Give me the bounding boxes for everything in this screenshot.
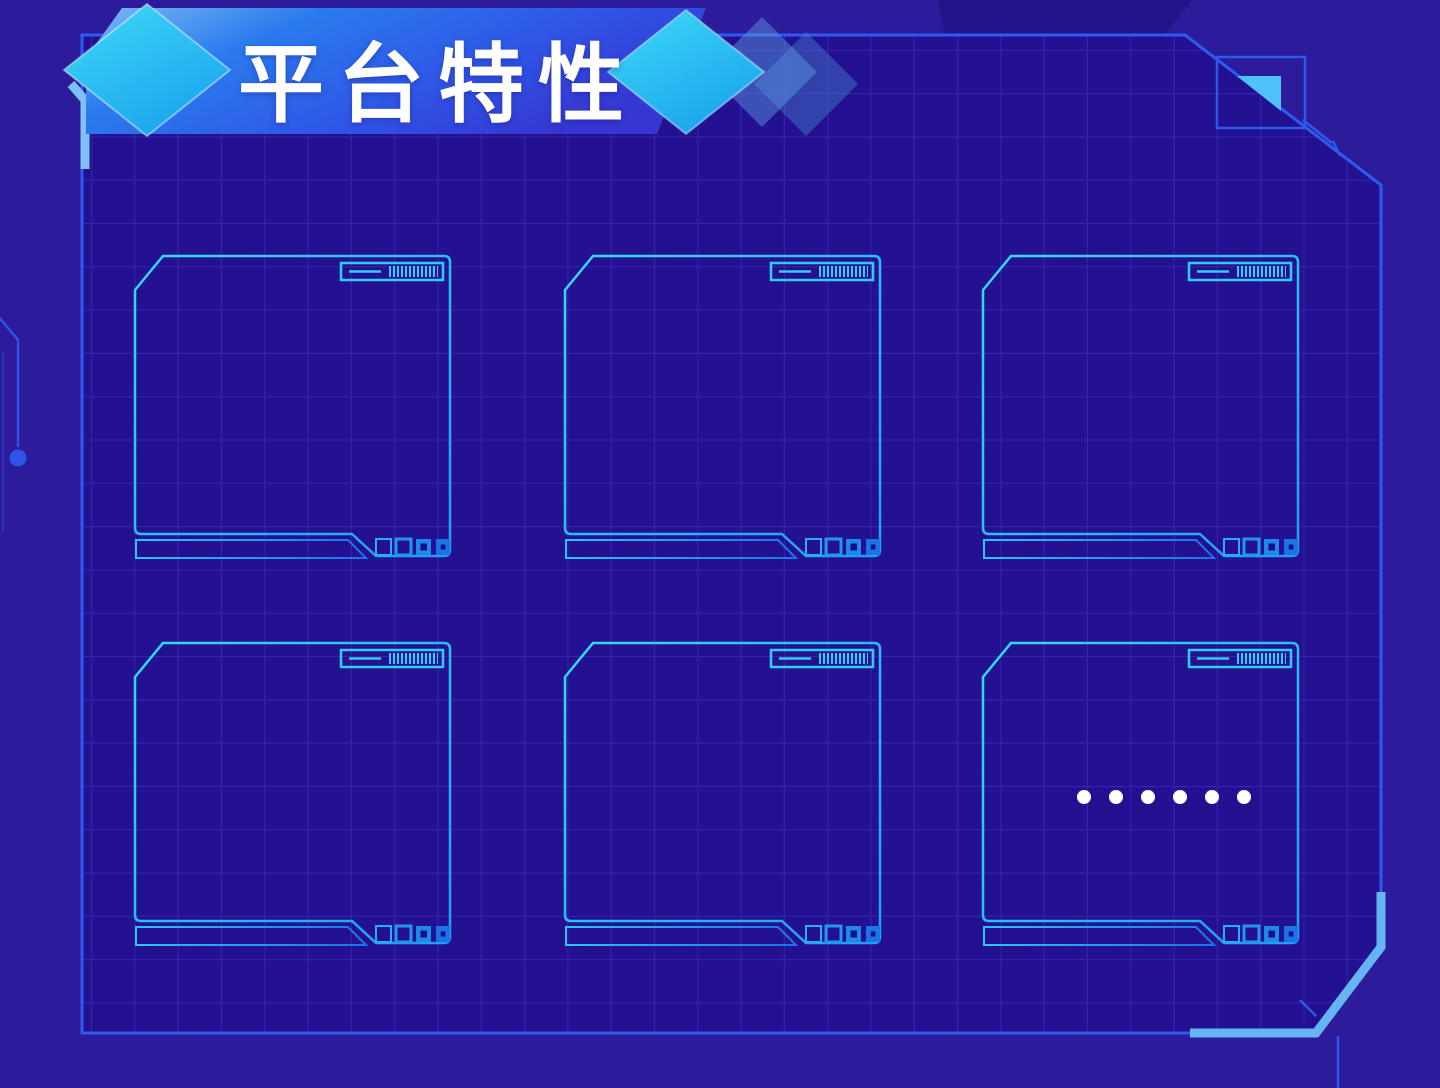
dot-icon — [1109, 790, 1123, 804]
feature-card-5 — [563, 641, 883, 951]
circuit-node-icon — [9, 449, 27, 467]
corner-rect-decor — [1215, 55, 1307, 130]
dot-icon — [1205, 790, 1219, 804]
dot-icon — [1077, 790, 1091, 804]
diagonal-tick — [1331, 140, 1342, 157]
feature-card-1 — [133, 254, 453, 564]
circuit-trace — [0, 316, 20, 447]
corner-triangle-icon — [1237, 76, 1281, 111]
dot-icon — [1237, 790, 1251, 804]
page-title: 平台特性 — [238, 37, 638, 133]
dot-icon — [1173, 790, 1187, 804]
feature-card-6 — [981, 641, 1301, 951]
feature-card-3 — [981, 254, 1301, 564]
diagonal-tick — [1299, 999, 1317, 1017]
feature-card-4 — [133, 641, 453, 951]
diagonal-tick — [1302, 119, 1333, 144]
accent-corner-line — [1190, 892, 1386, 1038]
ellipsis-dots — [1077, 790, 1251, 804]
feature-card-2 — [563, 254, 883, 564]
dot-icon — [1141, 790, 1155, 804]
